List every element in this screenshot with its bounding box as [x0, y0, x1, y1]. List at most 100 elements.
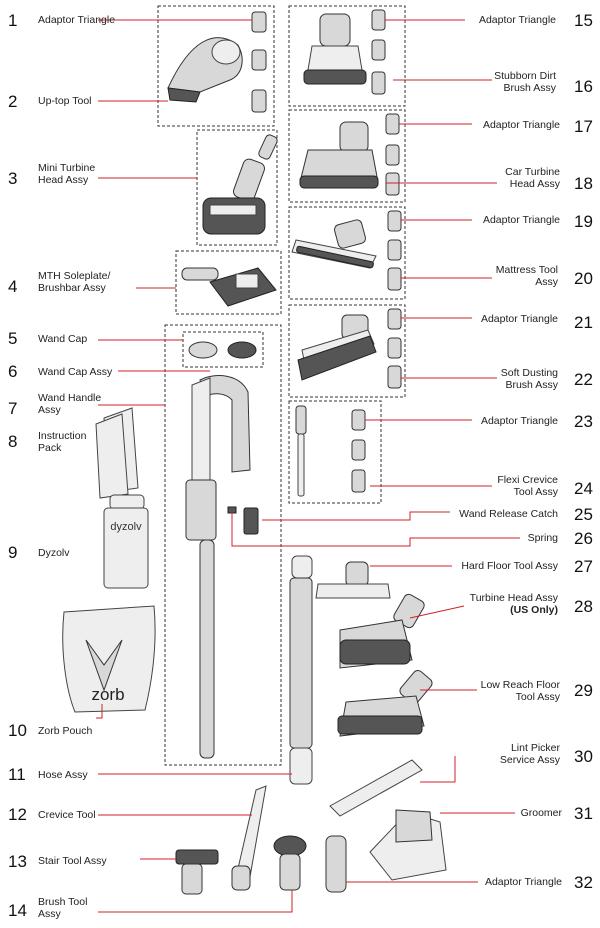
part-number-15: 15	[574, 11, 593, 30]
part-number-8: 8	[8, 432, 18, 451]
box-wand-cap	[182, 331, 264, 368]
part-label-26: Spring	[528, 532, 558, 544]
part-label-25: Wand Release Catch	[459, 508, 558, 520]
part-label-12: Crevice Tool	[38, 809, 96, 821]
part-number-32: 32	[574, 873, 593, 892]
part-label-line: Adaptor Triangle	[484, 876, 562, 888]
box-car-turbine	[288, 109, 406, 203]
mini-turbine-drawing	[202, 134, 278, 235]
part-number-3: 3	[8, 169, 18, 188]
part-label-line: Lint Picker	[510, 742, 560, 754]
part-label-line: Soft Dusting	[500, 367, 558, 379]
part-label-line: Stair Tool Assy	[38, 855, 107, 867]
flexi-crevice-drawing	[295, 405, 307, 497]
part-label-19: Adaptor Triangle	[483, 214, 560, 226]
adaptor-stack-17	[385, 113, 400, 196]
part-label-line: Wand Release Catch	[459, 508, 558, 520]
part-label-21: Adaptor Triangle	[481, 313, 558, 325]
part-label-line: Service Assy	[499, 754, 560, 766]
part-label-line: Adaptor Triangle	[482, 214, 560, 226]
part-label-line: Crevice Tool	[38, 809, 96, 821]
part-label-line: Head Assy	[38, 174, 89, 186]
part-label-line: Assy	[535, 276, 558, 288]
leader-lines	[96, 19, 520, 913]
part-number-20: 20	[574, 269, 593, 288]
zorb-pouch-text: zorb	[91, 685, 124, 704]
part-label-line: Tool Assy	[513, 486, 558, 498]
dyzolv-bottle-text: dyzolv	[110, 521, 142, 533]
part-label-line: Brush Assy	[503, 82, 556, 94]
part-label-line: Dyzolv	[38, 547, 70, 559]
part-label-line: Brush Assy	[505, 379, 558, 391]
part-label-10: Zorb Pouch	[38, 725, 92, 737]
part-label-line: Assy	[38, 908, 61, 920]
part-number-30: 30	[574, 747, 593, 766]
adaptor-stack-23	[351, 409, 366, 493]
part-number-6: 6	[8, 362, 18, 381]
part-label-line: Tool Assy	[515, 691, 560, 703]
box-stubborn-brush	[288, 5, 406, 107]
part-label-2: Up-top Tool	[38, 95, 92, 107]
groomer-drawing	[369, 809, 447, 881]
part-number-27: 27	[574, 557, 593, 576]
part-number-26: 26	[574, 529, 593, 548]
part-label-31: Groomer	[521, 807, 562, 819]
part-number-9: 9	[8, 543, 18, 562]
adaptor-stack-1	[251, 11, 267, 113]
part-label-32: Adaptor Triangle	[485, 876, 562, 888]
part-number-13: 13	[8, 852, 27, 871]
adaptor-32-drawing	[325, 835, 347, 893]
part-number-29: 29	[574, 681, 593, 700]
part-label-15: Adaptor Triangle	[479, 14, 556, 26]
part-label-line: Groomer	[520, 807, 562, 819]
low-reach-tool-drawing	[337, 669, 433, 737]
part-number-5: 5	[8, 329, 18, 348]
part-label-line: Adaptor Triangle	[480, 313, 558, 325]
part-label-line: MTH Soleplate/	[38, 270, 111, 282]
part-label-line: Instruction	[38, 430, 87, 442]
part-label-28: Turbine Head Assy(US Only)	[470, 592, 558, 616]
adaptor-stack-21	[387, 308, 402, 389]
adaptor-stack-15	[371, 9, 386, 95]
part-label-5: Wand Cap	[38, 333, 87, 345]
car-turbine-drawing	[299, 121, 379, 189]
mth-soleplate-drawing	[181, 267, 277, 307]
part-label-27: Hard Floor Tool Assy	[461, 560, 558, 572]
part-number-14: 14	[8, 901, 27, 920]
part-label-line: Brushbar Assy	[38, 282, 106, 294]
part-label-line: Assy	[38, 404, 61, 416]
box-soft-dusting	[288, 304, 406, 398]
part-label-line: Adaptor Triangle	[480, 415, 558, 427]
part-label-9: Dyzolv	[38, 547, 70, 559]
turbine-head-drawing	[339, 593, 425, 669]
part-label-line: Adaptor Triangle	[38, 14, 116, 26]
part-label-line: Adaptor Triangle	[482, 119, 560, 131]
part-number-23: 23	[574, 412, 593, 431]
box-flexi-crevice	[288, 400, 382, 504]
part-number-17: 17	[574, 117, 593, 136]
zorb-pouch-drawing: zorb	[62, 605, 156, 713]
part-label-line: Low Reach Floor	[480, 679, 560, 691]
part-label-23: Adaptor Triangle	[481, 415, 558, 427]
part-number-7: 7	[8, 399, 18, 418]
part-number-16: 16	[574, 77, 593, 96]
part-label-11: Hose Assy	[38, 769, 88, 781]
part-number-28: 28	[574, 597, 593, 616]
part-number-22: 22	[574, 370, 593, 389]
part-number-10: 10	[8, 721, 27, 740]
part-number-25: 25	[574, 505, 593, 524]
part-number-24: 24	[574, 479, 593, 498]
part-label-17: Adaptor Triangle	[483, 119, 560, 131]
part-label-1: Adaptor Triangle	[38, 14, 115, 26]
up-top-tool-drawing	[167, 37, 243, 103]
part-label-line: Hose Assy	[38, 769, 88, 781]
brush-tool-drawing	[273, 835, 307, 891]
part-label-line: Up-top Tool	[38, 95, 92, 107]
part-number-2: 2	[8, 92, 18, 111]
part-label-line: Wand Cap	[38, 333, 88, 345]
instruction-pack-drawing	[95, 407, 139, 499]
